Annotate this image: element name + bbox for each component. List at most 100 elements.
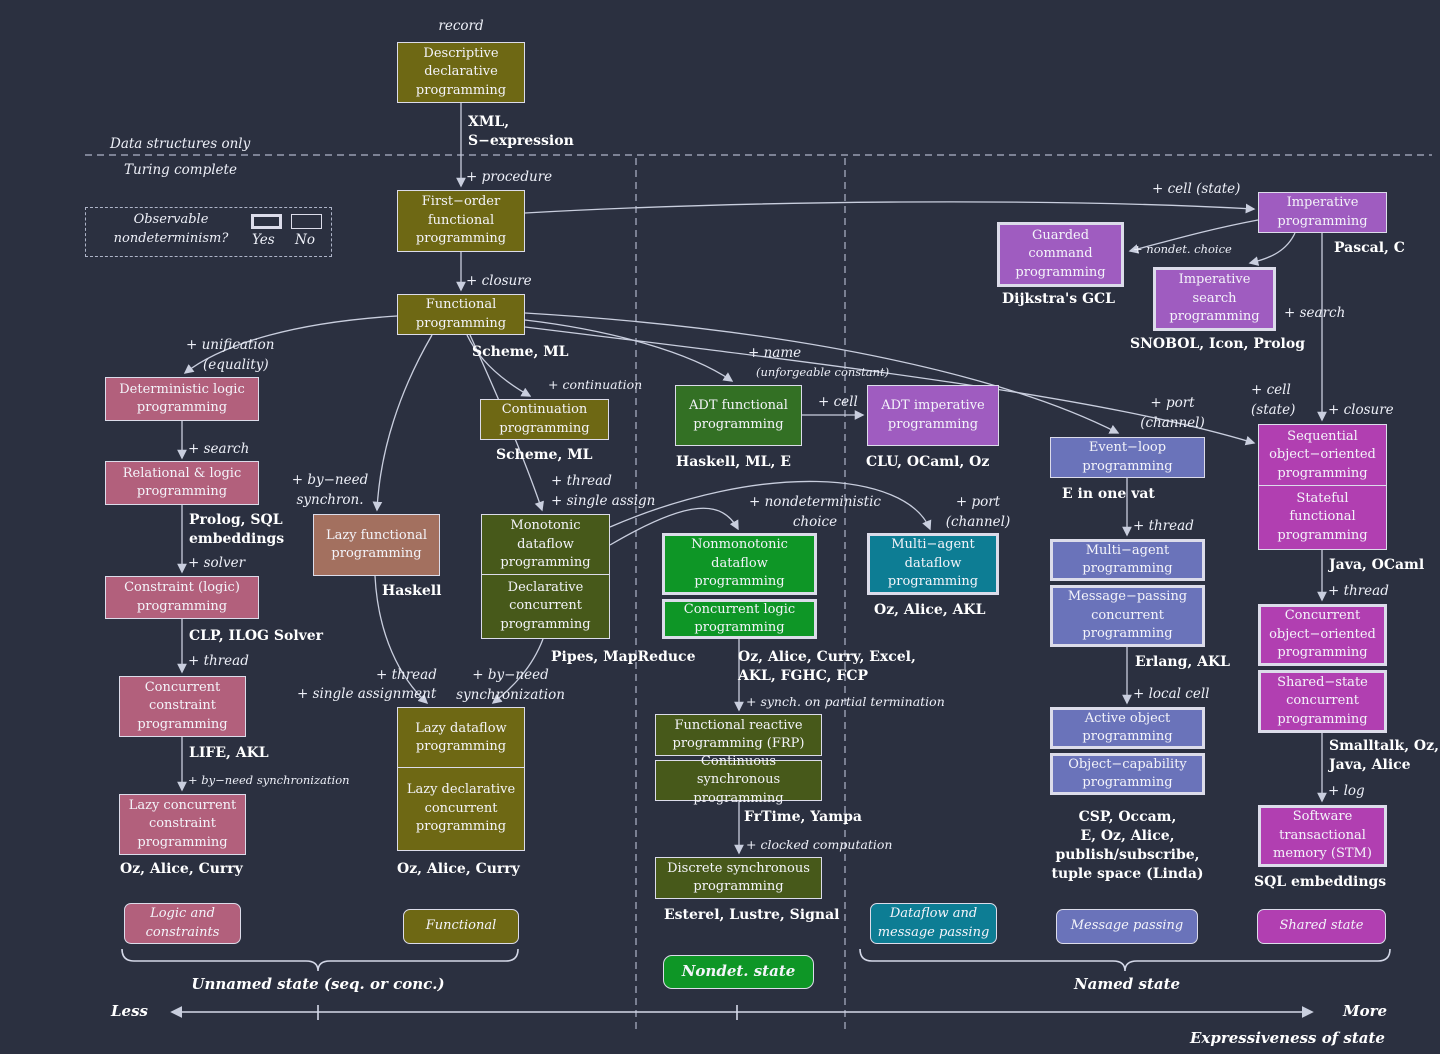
plus-unification-label: + unification [186,337,275,353]
plus-closure-label: + closure [466,273,532,289]
box-lazy-dataflow-programming: Lazy dataflow programming [397,707,525,769]
legend-title: Observable nondeterminism? [113,212,229,246]
caption-scheme-ml: Scheme, ML [472,344,569,360]
plus-nondet-choice-label: + nondet. choice [1133,242,1232,256]
underbrace-unnamed-state [121,948,519,972]
box-active-object-programming: Active object programming [1050,707,1205,749]
box-adt-functional-programming: ADT functional programming [675,385,802,446]
caption-e-in-one-vat: E in one vat [1062,486,1155,502]
plus-port-channel-label: + port (channel) [945,494,1011,530]
plus-cell-label: + cell [818,394,858,410]
box-constraint-logic-programming: Constraint (logic) programming [105,576,259,619]
badge-shared-state: Shared state [1257,909,1386,944]
box-shared-state-concurrent-programming: Shared−state concurrent programming [1258,670,1387,733]
plus-search-imp-label: + search [1284,305,1346,321]
caption-sql-embeddings: SQL embeddings [1254,874,1387,890]
box-object-capability-programming: Object−capability programming [1050,753,1205,795]
unforgeable-constant-label: (unforgeable constant) [756,365,890,379]
box-event-loop-programming: Event−loop programming [1050,437,1205,478]
unnamed-state-label: Unnamed state (seq. or conc.) [191,975,445,993]
box-discrete-synchronous-programming: Discrete synchronous programming [655,857,822,899]
box-multi-agent-programming: Multi−agent programming [1050,539,1205,581]
data-structures-only-label: Data structures only [110,136,251,152]
box-relational-logic-programming: Relational & logic programming [105,461,259,505]
plus-clocked-label: + clocked computation [746,837,893,852]
box-descriptive-declarative-programming: Descriptive declarative programming [397,42,525,103]
plus-nondeterministic-choice-label: + nondeterministic choice [749,494,881,530]
caption-haskell-ml-e: Haskell, ML, E [676,454,791,470]
box-concurrent-constraint-programming: Concurrent constraint programming [119,676,246,737]
caption-clu-ocaml-oz: CLU, OCaml, Oz [866,454,990,470]
box-adt-imperative-programming: ADT imperative programming [867,385,999,446]
caption-pipes-mapreduce: Pipes, MapReduce [551,649,696,665]
legend-yes-label: Yes [252,232,275,248]
less-label: Less [111,1002,148,1020]
badge-dataflow-message-passing: Dataflow and message passing [870,903,997,944]
plus-thread-right-label: + thread [1328,583,1389,599]
badge-message-passing: Message passing [1056,909,1198,944]
box-concurrent-logic-programming: Concurrent logic programming [662,599,817,639]
caption-java-ocaml: Java, OCaml [1329,557,1425,573]
caption-scheme-ml-cont: Scheme, ML [496,447,593,463]
plus-continuation-label: + continuation [548,377,643,392]
caption-oz-alice-curry-mid: Oz, Alice, Curry [397,861,520,877]
plus-search-label: + search [188,441,250,457]
box-lazy-declarative-concurrent-programming: Lazy declarative concurrent programming [397,767,525,851]
badge-functional: Functional [403,909,519,944]
box-deterministic-logic-programming: Deterministic logic programming [105,377,259,421]
plus-cell-state-top-label: + cell (state) [1152,181,1241,197]
box-monotonic-dataflow-programming: Monotonic dataflow programming [481,514,610,576]
nondet-state-badge: Nondet. state [663,955,814,989]
caption-xml-sexpression: XML, S−expression [468,114,574,149]
plus-thread-left-label: + thread [188,653,249,669]
caption-oz-alice-akl: Oz, Alice, AKL [874,602,986,618]
badge-logic-and-constraints: Logic and constraints [124,903,241,944]
caption-csp-occam: CSP, Occam, E, Oz, Alice, publish/subscr… [1051,809,1204,882]
caption-haskell: Haskell [382,583,442,599]
plus-byneed-sync-small-label: + by−need synchronization [188,773,350,787]
plus-thread-lazy-label: + thread [376,667,437,683]
box-lazy-functional-programming: Lazy functional programming [313,514,440,576]
plus-local-cell-label: + local cell [1133,686,1210,702]
box-imperative-programming: Imperative programming [1258,192,1387,233]
more-label: More [1343,1002,1388,1020]
plus-closure-right-label: + closure [1328,402,1394,418]
caption-dijkstras-gcl: Dijkstra's GCL [1002,291,1116,307]
box-continuous-synchronous-programming: Continuous synchronous programming [655,754,822,806]
box-imperative-search-programming: Imperative search programming [1153,267,1276,331]
caption-esterel: Esterel, Lustre, Signal [664,907,840,923]
plus-synch-partial-label: + synch. on partial termination [746,694,945,709]
caption-prolog-sql: Prolog, SQL embeddings [189,512,285,547]
plus-thread-evt-label: + thread [1133,518,1194,534]
box-message-passing-concurrent-programming: Message−passing concurrent programming [1050,585,1205,647]
expressiveness-of-state-label: Expressiveness of state [1190,1029,1385,1047]
legend-observable-nondeterminism [85,207,332,257]
legend-no-swatch [291,214,322,229]
underbrace-named-state [859,948,1391,972]
box-software-transactional-memory: Software transactional memory (STM) [1258,805,1387,867]
box-declarative-concurrent-programming: Declarative concurrent programming [481,574,610,639]
plus-byneed-synchron-label: + by−need synchron. [291,472,369,508]
box-functional-reactive-programming: Functional reactive programming (FRP) [655,714,822,756]
box-lazy-concurrent-constraint-programming: Lazy concurrent constraint programming [119,794,246,855]
box-continuation-programming: Continuation programming [480,399,609,440]
caption-smalltalk: Smalltalk, Oz, Java, Alice [1329,738,1439,773]
record-label: record [438,18,484,34]
plus-procedure-label: + procedure [466,169,553,185]
plus-thread-mid-label: + thread [551,473,612,489]
caption-snobol-icon-prolog: SNOBOL, Icon, Prolog [1130,336,1306,352]
box-first-order-functional-programming: First−order functional programming [397,190,525,252]
equality-label: (equality) [203,357,269,373]
legend-yes-swatch [251,214,282,229]
caption-oz-excel: Oz, Alice, Curry, Excel, AKL, FGHC, FCP [738,649,916,684]
box-functional-programming: Functional programming [397,294,525,335]
box-guarded-command-programming: Guarded command programming [997,222,1124,287]
box-multi-agent-dataflow-programming: Multi−agent dataflow programming [867,533,999,595]
named-state-label: Named state [1073,975,1181,993]
box-nonmonotonic-dataflow-programming: Nonmonotonic dataflow programming [662,533,817,595]
caption-frtime-yampa: FrTime, Yampa [744,809,862,825]
caption-pascal-c: Pascal, C [1334,240,1405,256]
plus-solver-label: + solver [188,555,246,571]
